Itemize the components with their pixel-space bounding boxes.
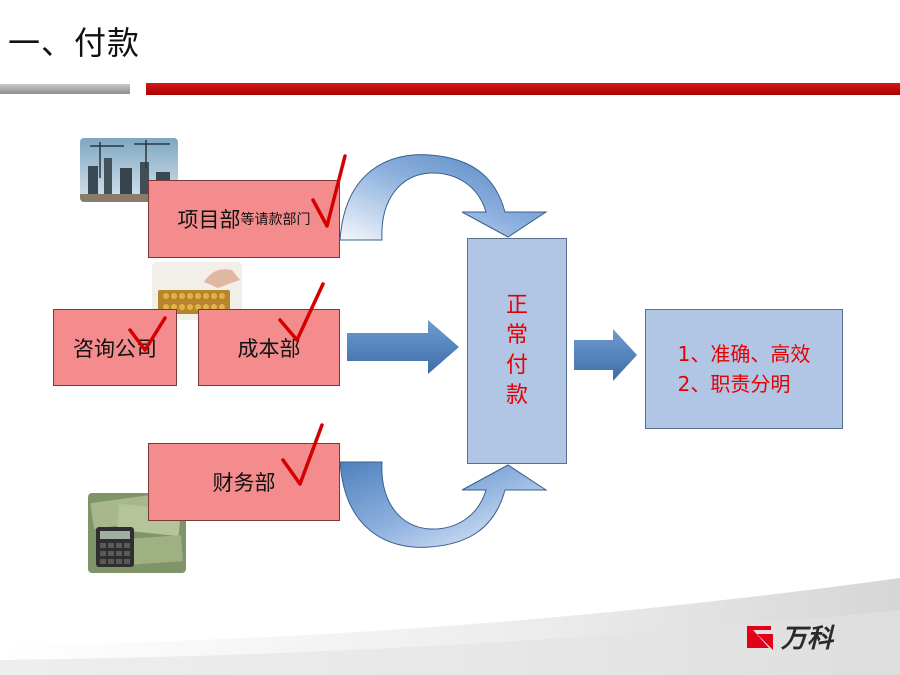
project-dept-box: 项目部等请款部门 (148, 180, 340, 258)
vanke-logo-text: 万科 (781, 624, 834, 654)
result-line-1: 1、准确、高效 (677, 342, 811, 366)
checkmark-icon (278, 282, 325, 342)
checkmark-icon (281, 423, 324, 486)
checkmark-icon (311, 154, 347, 228)
result-box: 1、准确、高效 2、职责分明 (645, 309, 843, 429)
normal-payment-label: 正 常 付 款 (506, 291, 528, 411)
money-calculator-photo (88, 493, 186, 573)
normal-payment-char: 款 (505, 383, 528, 408)
project-dept-sublabel: 等请款部门 (240, 212, 311, 228)
page-title: 一、付款 (8, 24, 141, 62)
normal-payment-char: 正 (505, 293, 528, 318)
result-line-2: 2、职责分明 (677, 372, 791, 396)
normal-payment-char: 常 (505, 323, 528, 348)
checkmark-icon (128, 316, 167, 352)
straight-arrow-middle (347, 320, 459, 374)
straight-arrow-right (574, 329, 637, 381)
cost-dept-box: 成本部 (198, 309, 340, 386)
finance-dept-box: 财务部 (148, 443, 340, 521)
normal-payment-box: 正 常 付 款 (467, 238, 567, 464)
normal-payment-char: 付 (505, 353, 528, 378)
title-underline-red (146, 83, 900, 95)
finance-dept-label: 财务部 (212, 471, 276, 495)
cost-dept-label: 成本部 (237, 336, 301, 361)
result-text: 1、准确、高效 2、职责分明 (678, 339, 811, 399)
title-underline-gray (0, 84, 130, 94)
project-dept-label: 项目部 (177, 208, 241, 232)
curved-arrow-top (339, 154, 548, 241)
vanke-logo-icon (747, 625, 773, 650)
vanke-logo: 万科 (745, 618, 833, 655)
consult-box: 咨询公司 (53, 309, 177, 386)
curved-arrow-bottom (339, 461, 548, 548)
